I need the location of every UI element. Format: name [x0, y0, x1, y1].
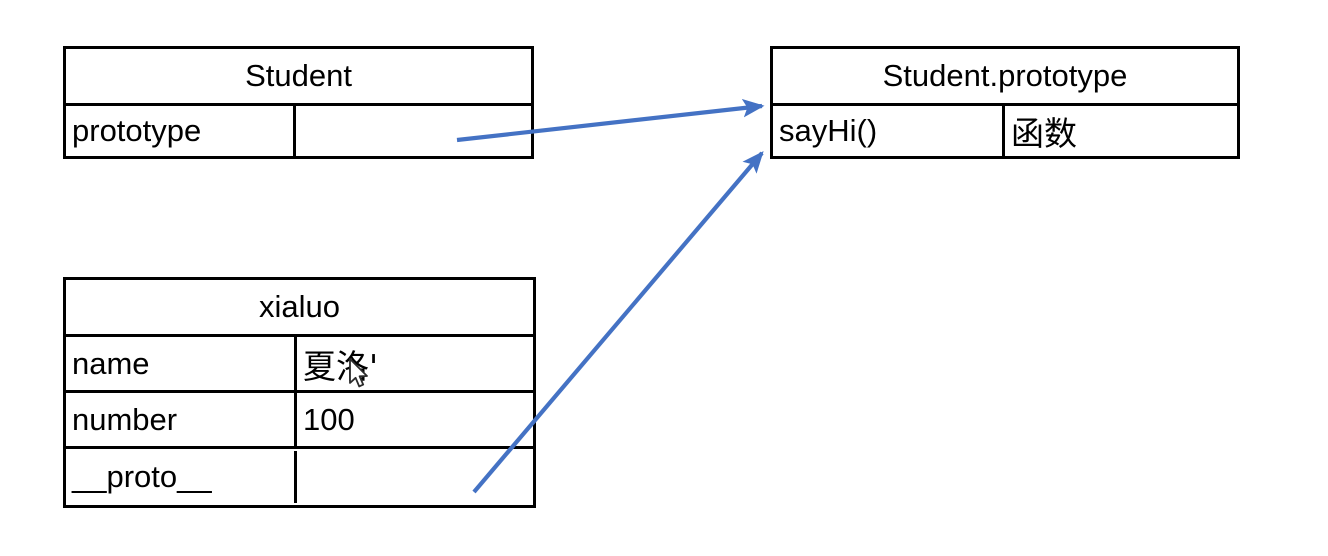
xialuo-table-header-row: xialuo	[66, 280, 533, 334]
student-prototype-value-cell	[296, 106, 531, 156]
student-table-header-row: Student	[66, 49, 531, 103]
student-prototype-table-title: Student.prototype	[882, 58, 1128, 93]
xialuo-table: xialuo name 夏洛' number 100 __proto__	[63, 277, 536, 508]
student-table: Student prototype	[63, 46, 534, 159]
mouse-pointer-icon	[349, 358, 368, 388]
student-prototype-table-header-row: Student.prototype	[773, 49, 1237, 103]
xialuo-number-value-cell: 100	[303, 401, 355, 437]
xialuo-name-key-cell: name	[66, 337, 297, 390]
xialuo-name-row: name 夏洛'	[66, 334, 533, 390]
student-table-row: prototype	[66, 103, 531, 156]
xialuo-number-row: number 100	[66, 390, 533, 446]
xialuo-proto-key-cell: __proto__	[66, 451, 297, 503]
sayhi-value-cell: 函数	[1011, 114, 1077, 153]
student-table-title: Student	[245, 58, 352, 93]
xialuo-proto-row: __proto__	[66, 446, 533, 503]
xialuo-number-key-cell: number	[66, 393, 297, 446]
sayhi-key-cell: sayHi()	[773, 106, 1005, 156]
xialuo-name-value-cell: 夏洛'	[303, 346, 379, 386]
xialuo-table-title: xialuo	[259, 289, 340, 324]
xialuo-proto-value-cell	[297, 449, 533, 501]
student-prototype-table-row: sayHi() 函数	[773, 103, 1237, 156]
student-prototype-table: Student.prototype sayHi() 函数	[770, 46, 1240, 159]
student-prototype-key-cell: prototype	[66, 106, 296, 156]
